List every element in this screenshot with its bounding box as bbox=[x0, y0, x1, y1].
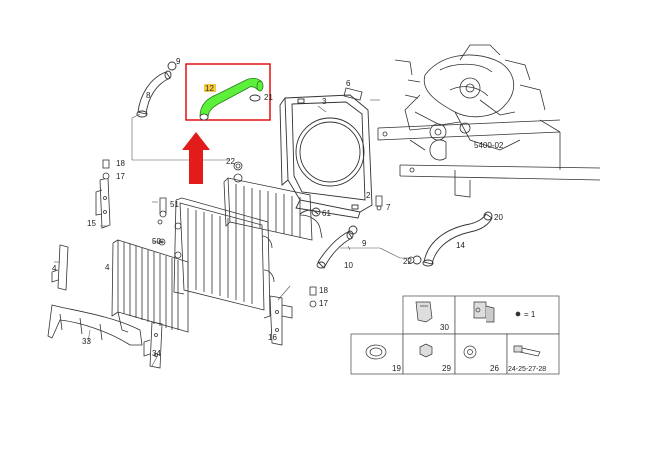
callout-15: 15 bbox=[87, 219, 96, 228]
callout-50: 50 bbox=[152, 237, 161, 246]
callout-9-lower: 9 bbox=[362, 239, 367, 248]
hose-14 bbox=[412, 211, 493, 267]
legend-icons bbox=[365, 301, 541, 360]
legend-label-29: 29 bbox=[442, 364, 451, 373]
callout-3: 3 bbox=[322, 97, 327, 106]
callout-16: 16 bbox=[268, 333, 277, 342]
legend-label-26: 26 bbox=[490, 364, 499, 373]
callout-12-highlighted: 12 bbox=[205, 84, 214, 93]
legend-label-24-28: 24-25-27-28 bbox=[508, 366, 546, 373]
callout-labels: 8 9 12 21 6 3 18 17 22 51 15 50 4 4 61 9… bbox=[52, 57, 504, 358]
callout-4-condenser: 4 bbox=[105, 263, 110, 272]
ac-condenser bbox=[111, 239, 189, 333]
highlight-callout-box bbox=[185, 63, 271, 121]
callout-17: 17 bbox=[116, 172, 125, 181]
fan-shroud bbox=[279, 94, 373, 219]
callout-14: 14 bbox=[456, 241, 465, 250]
callout-6: 6 bbox=[346, 79, 351, 88]
callout-17-lower: 17 bbox=[319, 299, 328, 308]
callout-22: 22 bbox=[226, 157, 235, 166]
callout-18-lower: 18 bbox=[319, 286, 328, 295]
engine-block-illustration bbox=[394, 44, 546, 161]
legend-labels: 30 = 1 19 29 26 24-25-27-28 bbox=[392, 310, 546, 373]
callout-61: 61 bbox=[322, 209, 331, 218]
callout-18: 18 bbox=[116, 159, 125, 168]
callout-51: 51 bbox=[170, 200, 179, 209]
legend-label-30: 30 bbox=[440, 323, 449, 332]
callout-20: 20 bbox=[494, 213, 503, 222]
diagram-code: 5400-02 bbox=[474, 141, 504, 150]
radiator-core bbox=[173, 197, 275, 319]
callout-10: 10 bbox=[344, 261, 353, 270]
legend-label-eq: = 1 bbox=[524, 310, 536, 319]
part-6-bracket bbox=[343, 87, 363, 101]
fasteners bbox=[102, 159, 415, 308]
callout-9: 9 bbox=[176, 57, 181, 66]
callout-2: 2 bbox=[366, 191, 371, 200]
callout-33: 33 bbox=[82, 337, 91, 346]
hose-8 bbox=[136, 61, 177, 118]
callout-7: 7 bbox=[386, 203, 391, 212]
engine-frame-rails bbox=[377, 119, 601, 198]
intercooler-core bbox=[223, 173, 323, 241]
legend-label-19: 19 bbox=[392, 364, 401, 373]
hose-10 bbox=[316, 225, 358, 269]
callout-8: 8 bbox=[146, 91, 151, 100]
red-pointer-arrow bbox=[182, 132, 210, 184]
highlighted-hose-12 bbox=[199, 77, 264, 121]
intercooler-pipe bbox=[299, 207, 321, 217]
callout-34: 34 bbox=[152, 349, 161, 358]
callout-22-lower: 22 bbox=[403, 257, 412, 266]
callout-21: 21 bbox=[264, 93, 273, 102]
fastener-legend-grid bbox=[350, 295, 560, 375]
callout-4-left: 4 bbox=[52, 264, 57, 273]
radiator-brackets bbox=[47, 177, 293, 369]
